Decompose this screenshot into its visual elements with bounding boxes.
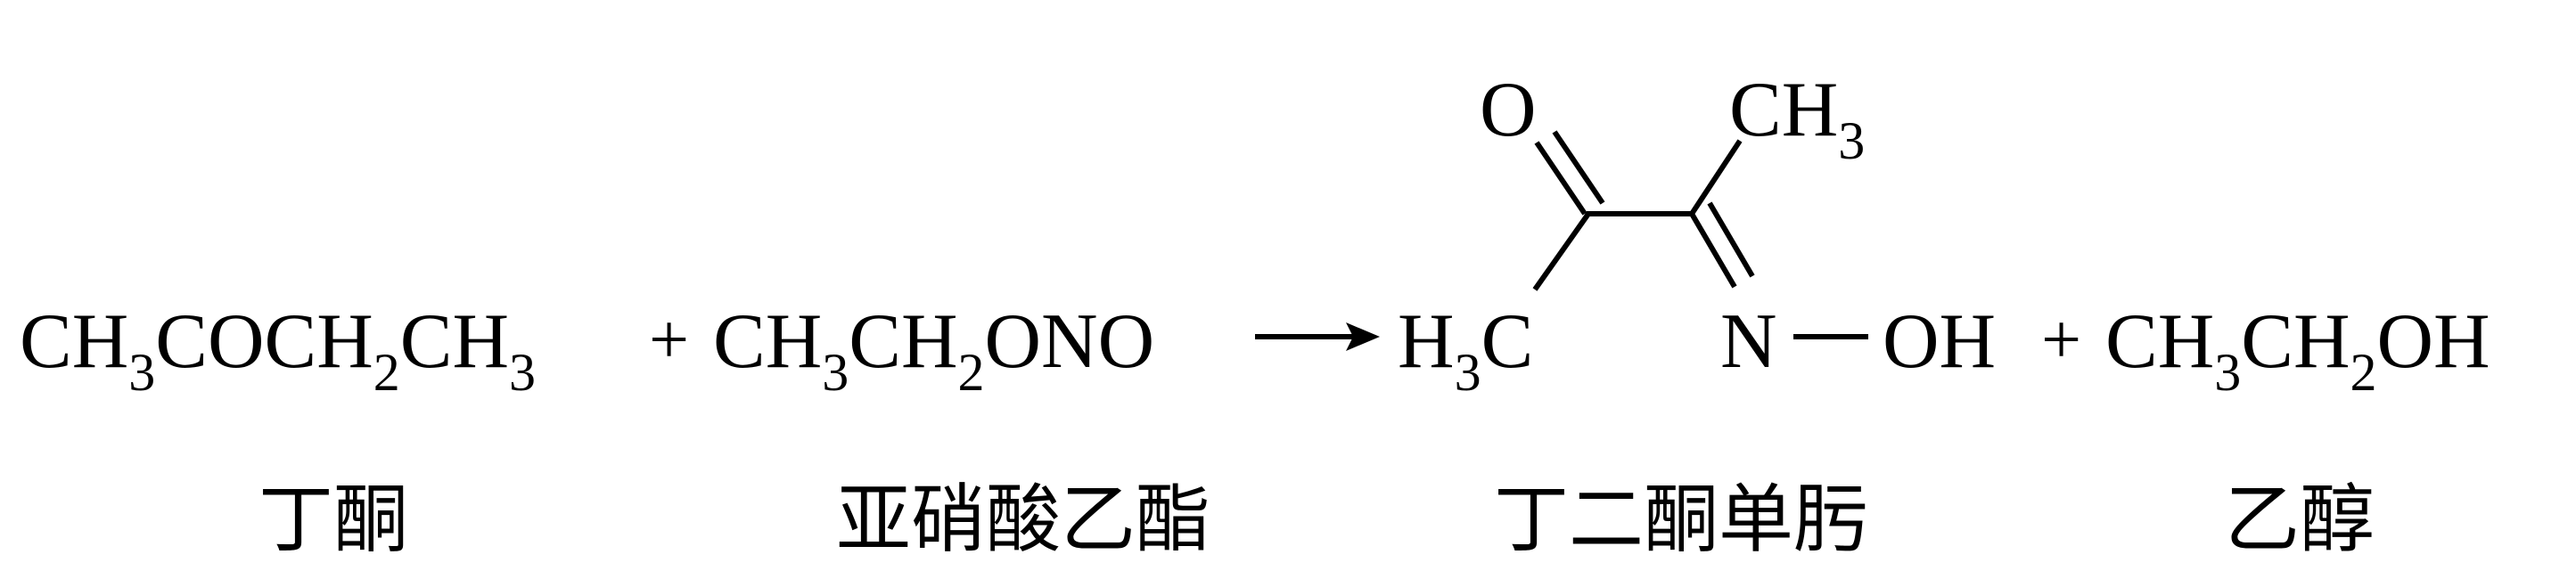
product-structure: H3C O CH3 N OH <box>1398 67 1996 402</box>
product-name: 丁二酮单肟 <box>1494 476 1868 563</box>
reactant1-formula: CH3COCH2CH3 <box>20 298 536 402</box>
reactant2-name: 亚硝酸乙酯 <box>836 476 1210 563</box>
bond-c-o-2 <box>1552 130 1605 205</box>
reactant1-name: 丁酮 <box>258 476 408 563</box>
bond-c-n-1 <box>1689 212 1737 289</box>
bond-c-n-2 <box>1707 201 1755 278</box>
reaction-arrow <box>1255 322 1380 351</box>
byproduct-formula: CH3CH2OH <box>2105 298 2490 402</box>
bond-c-o-1 <box>1534 141 1587 216</box>
product-ch3-top-label: CH3 <box>1729 67 1865 170</box>
product-n-label: N <box>1720 298 1777 385</box>
product-oh-label: OH <box>1883 298 1996 385</box>
bond-ch3-c2 <box>1532 212 1591 291</box>
product-h3c-label: H3C <box>1398 298 1533 402</box>
product-o-label: O <box>1480 67 1537 153</box>
bond-c3-ch3 <box>1689 139 1743 216</box>
reactant2-formula: CH3CH2ONO <box>713 298 1154 402</box>
plus-sign-1: + <box>649 301 689 379</box>
byproduct-name: 乙醇 <box>2225 476 2375 563</box>
plus-sign-2: + <box>2041 301 2081 379</box>
